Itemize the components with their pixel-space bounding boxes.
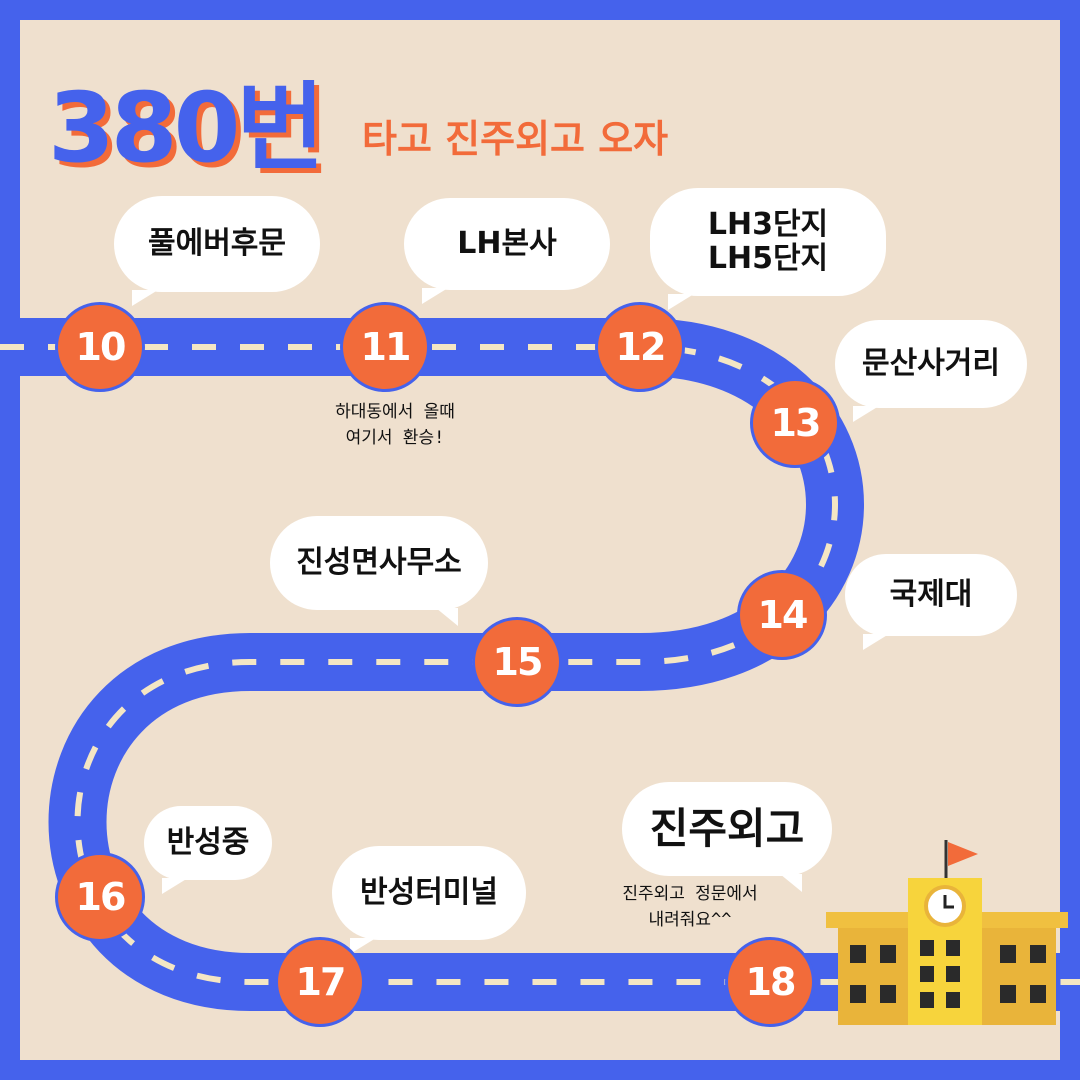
transfer-note-line2: 여기서 환승! bbox=[345, 427, 445, 448]
stop-label-10: 풀에버후문 bbox=[114, 196, 320, 306]
title-subtitle: 타고 진주외고 오자 bbox=[362, 117, 669, 161]
destination-note: 진주외고 정문에서 내려줘요^^ bbox=[580, 882, 800, 933]
stop-label-12: LH3단지 LH5단지 bbox=[650, 188, 886, 310]
stop-marker-16: 16 bbox=[55, 852, 145, 942]
stop-marker-18: 18 bbox=[725, 937, 815, 1027]
stop-marker-14: 14 bbox=[737, 570, 827, 660]
school-building-icon bbox=[826, 840, 1068, 1025]
stop-marker-13: 13 bbox=[750, 378, 840, 468]
stop-marker-17: 17 bbox=[275, 937, 365, 1027]
route-number-title: 380번 bbox=[48, 72, 325, 184]
transfer-note: 하대동에서 올때 여기서 환승! bbox=[310, 400, 480, 451]
destination-note-line2: 내려줘요^^ bbox=[648, 909, 732, 930]
stop-marker-11: 11 bbox=[340, 302, 430, 392]
stop-marker-12: 12 bbox=[595, 302, 685, 392]
stop-label-13: 문산사거리 bbox=[835, 320, 1027, 422]
stop-label-18: 진주외고 bbox=[622, 782, 832, 892]
stop-label-15: 진성면사무소 bbox=[270, 516, 488, 626]
stop-label-14: 국제대 bbox=[845, 554, 1017, 650]
destination-note-line1: 진주외고 정문에서 bbox=[622, 884, 758, 904]
stop-label-17: 반성터미널 bbox=[332, 846, 526, 954]
stop-label-16: 반성중 bbox=[144, 806, 272, 894]
transfer-note-line1: 하대동에서 올때 bbox=[335, 402, 455, 422]
stop-label-11: LH본사 bbox=[404, 198, 610, 304]
stop-marker-15: 15 bbox=[472, 617, 562, 707]
stop-marker-10: 10 bbox=[55, 302, 145, 392]
